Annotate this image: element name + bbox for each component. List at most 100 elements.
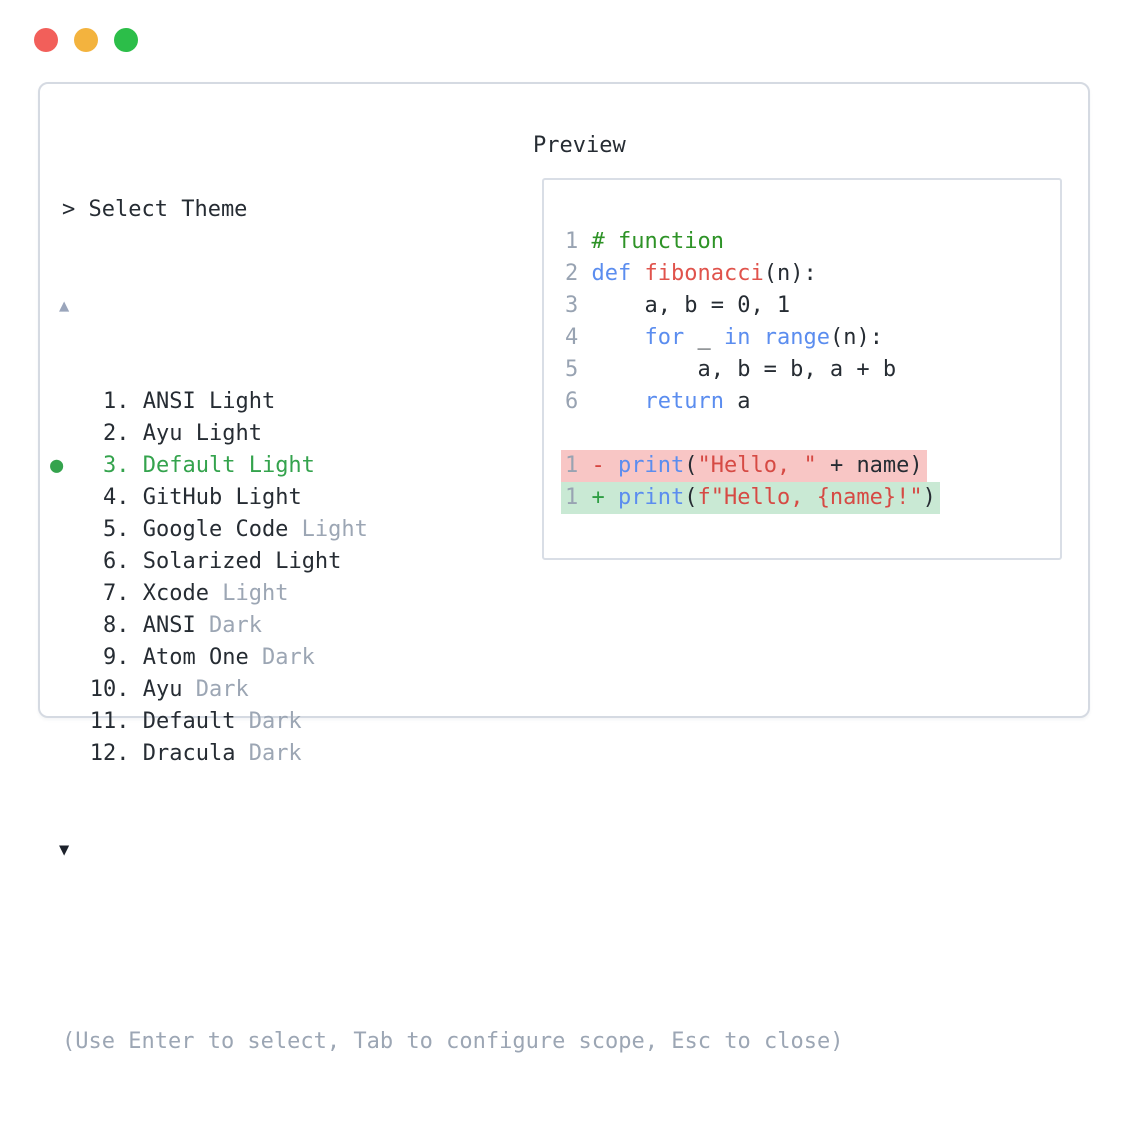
close-button[interactable] — [34, 28, 58, 52]
line-number: 5 — [565, 357, 592, 382]
diff-line-add: 1 + print(f"Hello, {name}!") — [561, 482, 1060, 514]
theme-option-4[interactable]: 4. GitHub Light — [50, 482, 843, 514]
theme-option-5[interactable]: 5. Google Code Light — [50, 514, 843, 546]
line-number: 1 — [565, 229, 592, 254]
code-line: 2 def fibonacci(n): — [565, 258, 1060, 290]
theme-option-number: 8. — [63, 613, 143, 638]
line-number: 3 — [565, 293, 592, 318]
diff-highlight: 1 + print(f"Hello, {name}!") — [561, 482, 940, 514]
bullet-placeholder — [50, 677, 63, 702]
theme-option-1[interactable]: 1. ANSI Light — [50, 386, 843, 418]
bullet-placeholder — [50, 421, 63, 446]
code-token: a, b = 0, 1 — [591, 293, 791, 318]
theme-option-name: Ayu — [142, 677, 183, 702]
code-token: for — [644, 325, 685, 350]
preview-title: Preview — [533, 133, 626, 158]
code-token: in — [723, 325, 751, 350]
zoom-button[interactable] — [114, 28, 138, 52]
theme-option-variant: Light — [208, 581, 289, 606]
theme-option-number: 9. — [63, 645, 143, 670]
theme-option-variant: Light — [195, 389, 276, 414]
theme-option-7[interactable]: 7. Xcode Light — [50, 578, 843, 610]
keyboard-hint: (Use Enter to select, Tab to configure s… — [62, 1029, 844, 1054]
diff-minus-sign: - — [591, 453, 618, 478]
theme-option-number: 10. — [63, 677, 143, 702]
theme-option-name: Default — [142, 453, 236, 478]
theme-option-number: 7. — [63, 581, 143, 606]
theme-option-number: 3. — [63, 453, 143, 478]
bullet-placeholder — [50, 613, 63, 638]
minimize-button[interactable] — [74, 28, 98, 52]
selected-indicator-icon: ● — [50, 453, 64, 478]
line-number: 1 — [565, 453, 592, 478]
bullet-placeholder — [50, 645, 63, 670]
code-token: (n): — [763, 261, 817, 286]
bullet-placeholder — [50, 517, 63, 542]
bullet-placeholder — [50, 709, 63, 734]
theme-option-10[interactable]: 10. Ayu Dark — [50, 674, 843, 706]
theme-option-6[interactable]: 6. Solarized Light — [50, 546, 843, 578]
theme-option-name: Xcode — [142, 581, 209, 606]
bullet-placeholder — [50, 389, 63, 414]
theme-option-variant: Light — [261, 549, 342, 574]
bullet-placeholder — [50, 485, 63, 510]
code-token: + name) — [816, 453, 923, 478]
theme-option-variant: Dark — [248, 645, 315, 670]
theme-option-name: Ayu — [142, 421, 183, 446]
line-number: 6 — [565, 389, 592, 414]
code-line: 3 a, b = 0, 1 — [565, 290, 1060, 322]
code-token — [750, 325, 763, 350]
code-token — [592, 389, 645, 414]
theme-option-number: 5. — [63, 517, 143, 542]
code-token: # function — [591, 229, 724, 254]
theme-option-11[interactable]: 11. Default Dark — [50, 706, 843, 738]
line-number: 4 — [565, 325, 592, 350]
theme-option-variant: Light — [288, 517, 368, 542]
diff-plus-sign: + — [591, 485, 618, 510]
theme-option-3[interactable]: ● 3. Default Light — [50, 450, 843, 482]
theme-selector-window: > Select Theme ▲ 1. ANSI Light 2. Ayu Li… — [38, 82, 1090, 1054]
diff-line-del: 1 - print("Hello, " + name) — [561, 450, 1060, 482]
code-token: a, b = b, a + b — [591, 357, 897, 382]
theme-option-2[interactable]: 2. Ayu Light — [50, 418, 843, 450]
theme-option-name: Dracula — [142, 741, 236, 766]
spacer-line — [50, 930, 843, 962]
code-token: print — [618, 485, 685, 510]
code-token: print — [618, 453, 685, 478]
theme-option-8[interactable]: 8. ANSI Dark — [50, 610, 843, 642]
code-token: a — [723, 389, 751, 414]
theme-option-variant: Dark — [182, 677, 249, 702]
code-line: 6 return a — [565, 386, 1060, 418]
code-token: f"Hello, {name}!" — [697, 485, 923, 510]
blank-line — [565, 418, 1060, 450]
code-token — [592, 325, 645, 350]
code-token: ( — [684, 485, 698, 510]
theme-option-name: ANSI — [142, 389, 196, 414]
code-token: def — [591, 261, 645, 286]
theme-option-name: GitHub — [142, 485, 223, 510]
theme-option-number: 12. — [63, 741, 143, 766]
code-token: (n): — [829, 325, 883, 350]
code-token: ) — [922, 485, 936, 510]
theme-option-name: Solarized — [142, 549, 262, 574]
theme-option-name: Default — [142, 709, 236, 734]
theme-option-variant: Light — [182, 421, 262, 446]
theme-option-name: Atom One — [142, 645, 249, 670]
diff-highlight: 1 - print("Hello, " + name) — [561, 450, 927, 482]
theme-option-name: ANSI — [142, 613, 196, 638]
theme-option-number: 4. — [63, 485, 143, 510]
line-number: 1 — [565, 485, 592, 510]
theme-option-9[interactable]: 9. Atom One Dark — [50, 642, 843, 674]
line-number: 2 — [565, 261, 592, 286]
scroll-down-icon[interactable]: ▼ — [59, 840, 70, 860]
theme-option-number: 2. — [63, 421, 143, 446]
bullet-placeholder — [50, 549, 63, 574]
code-line: 5 a, b = b, a + b — [565, 354, 1060, 386]
theme-option-name: Google Code — [142, 517, 289, 542]
scroll-up-icon[interactable]: ▲ — [59, 296, 70, 316]
window-controls — [34, 28, 138, 52]
theme-option-variant: Light — [222, 485, 302, 510]
theme-option-number: 6. — [63, 549, 143, 574]
code-token: _ — [684, 325, 724, 350]
theme-option-12[interactable]: 12. Dracula Dark — [50, 738, 843, 770]
